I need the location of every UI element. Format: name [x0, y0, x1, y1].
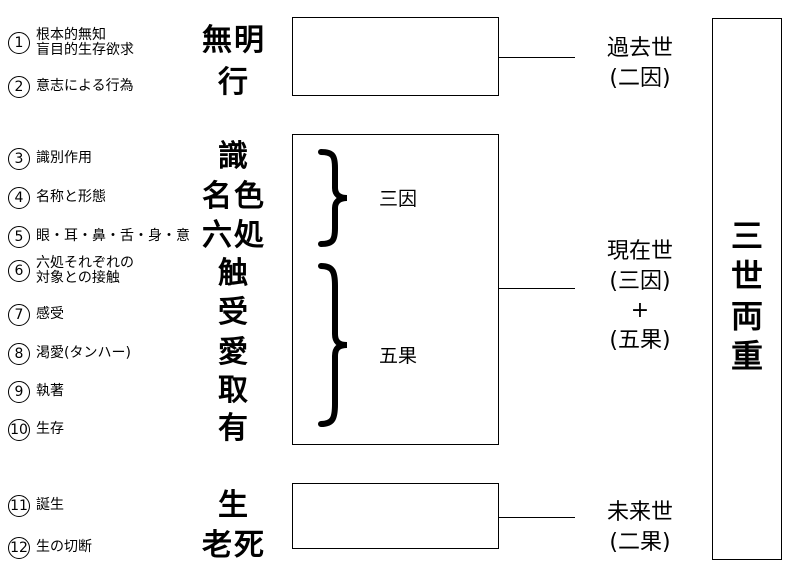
item-10: 10 生存 — [8, 419, 64, 441]
item-9: 9 執著 — [8, 381, 64, 403]
term-sho: 生 — [218, 488, 250, 523]
item-4: 4 名称と形態 — [8, 187, 106, 209]
item-description: 渇愛(タンハー) — [36, 345, 131, 362]
term-mumyo: 無明 — [202, 23, 266, 58]
item-description: 意志による行為 — [36, 78, 134, 95]
item-11: 11 誕生 — [8, 495, 64, 517]
number-badge: 10 — [8, 419, 30, 441]
summary-text: 三 世 両 重 — [730, 217, 763, 375]
item-description: 感受 — [36, 306, 64, 323]
item-8: 8 渇愛(タンハー) — [8, 343, 131, 365]
term-soku: 触 — [218, 256, 250, 291]
term-shiki: 識 — [218, 139, 250, 174]
number-badge: 8 — [8, 343, 30, 365]
item-description: 眼・耳・鼻・舌・身・意 — [36, 228, 190, 245]
five-effects-label: 五果 — [379, 345, 418, 367]
summary-box — [712, 18, 782, 560]
number-badge: 9 — [8, 381, 30, 403]
past-group-box — [292, 17, 499, 96]
term-rokusho: 六処 — [202, 218, 266, 253]
item-6: 6 六処それぞれの 対象との接触 — [8, 255, 134, 287]
term-gyo: 行 — [218, 65, 250, 100]
number-badge: 12 — [8, 537, 30, 559]
future-life-label: 未来世 (二果) — [606, 500, 673, 555]
item-description: 根本的無知 盲目的生存欲求 — [36, 27, 134, 59]
number-badge: 3 — [8, 148, 30, 170]
term-u: 有 — [218, 411, 250, 446]
present-life-label: 現在世 (三因) + (五果) — [606, 239, 673, 354]
past-life-label: 過去世 (二因) — [606, 36, 673, 91]
five-effects-brace — [318, 263, 348, 427]
future-group-box — [292, 483, 499, 549]
present-group-box — [292, 134, 499, 445]
present-connector-line — [498, 288, 575, 289]
number-badge: 4 — [8, 187, 30, 209]
item-description: 識別作用 — [36, 150, 92, 167]
item-5: 5 眼・耳・鼻・舌・身・意 — [8, 226, 190, 248]
item-description: 誕生 — [36, 497, 64, 514]
item-1: 1 根本的無知 盲目的生存欲求 — [8, 27, 134, 59]
term-roshi: 老死 — [202, 528, 266, 563]
past-connector-line — [498, 57, 575, 58]
number-badge: 2 — [8, 76, 30, 98]
item-2: 2 意志による行為 — [8, 76, 134, 98]
term-ai: 愛 — [218, 335, 250, 370]
term-ju: 受 — [218, 295, 250, 330]
number-badge: 6 — [8, 260, 30, 283]
number-badge: 11 — [8, 495, 30, 517]
item-12: 12 生の切断 — [8, 537, 92, 559]
item-7: 7 感受 — [8, 304, 64, 326]
item-3: 3 識別作用 — [8, 148, 92, 170]
three-causes-label: 三因 — [379, 188, 418, 210]
number-badge: 7 — [8, 304, 30, 326]
item-description: 六処それぞれの 対象との接触 — [36, 255, 134, 287]
term-myoshiki: 名色 — [202, 179, 266, 214]
number-badge: 5 — [8, 226, 30, 248]
term-shu: 取 — [218, 373, 250, 408]
future-connector-line — [498, 517, 575, 518]
item-description: 生存 — [36, 421, 64, 438]
three-causes-brace — [318, 149, 348, 247]
item-description: 生の切断 — [36, 539, 92, 556]
item-description: 名称と形態 — [36, 189, 106, 206]
item-description: 執著 — [36, 383, 64, 400]
number-badge: 1 — [8, 32, 30, 55]
